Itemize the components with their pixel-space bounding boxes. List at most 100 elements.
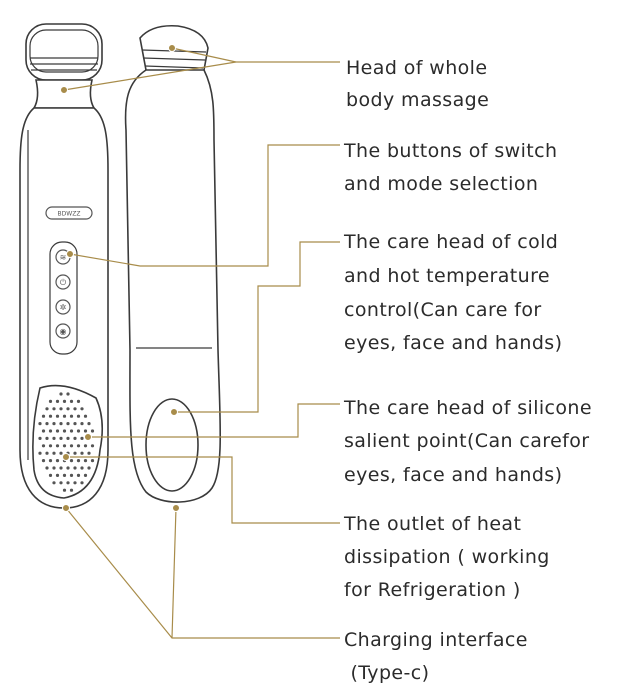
silicone-dot bbox=[73, 481, 77, 485]
label-silicone-line3: eyes, face and hands) bbox=[344, 464, 562, 486]
silicone-dot bbox=[73, 407, 77, 411]
silicone-dot bbox=[66, 436, 70, 440]
silicone-dot bbox=[59, 481, 63, 485]
power-button bbox=[55, 274, 71, 290]
silicone-dot bbox=[76, 429, 81, 433]
silicone-dot bbox=[41, 459, 46, 463]
silicone-dot bbox=[59, 407, 63, 411]
silicone-dot bbox=[38, 436, 42, 440]
silicone-dot bbox=[45, 422, 49, 426]
label-buttons-line2: and mode selection bbox=[344, 173, 538, 195]
label-coldhot-line1: The care head of cold bbox=[343, 231, 558, 253]
silicone-dot bbox=[38, 422, 42, 426]
cold-hot-care-head bbox=[145, 398, 199, 492]
silicone-dot bbox=[59, 436, 63, 440]
silicone-dot bbox=[83, 429, 88, 433]
silicone-dot bbox=[73, 422, 77, 426]
silicone-dot bbox=[52, 422, 56, 426]
leader-dots bbox=[60, 44, 180, 512]
label-head-line2: body massage bbox=[346, 89, 489, 111]
mode-button-3 bbox=[55, 323, 71, 339]
silicone-dot bbox=[76, 444, 81, 448]
silicone-dot bbox=[62, 473, 67, 477]
silicone-dot bbox=[55, 444, 60, 448]
silicone-dot bbox=[48, 473, 53, 477]
silicone-dot bbox=[45, 466, 49, 470]
label-coldhot-line2: and hot temperature bbox=[344, 265, 550, 287]
silicone-dot bbox=[66, 407, 70, 411]
label-charging-line2: (Type-c) bbox=[344, 662, 429, 684]
silicone-dot bbox=[80, 422, 84, 426]
silicone-dot bbox=[66, 466, 70, 470]
silicone-dot bbox=[52, 451, 56, 455]
silicone-dot bbox=[66, 422, 70, 426]
silicone-dot bbox=[90, 429, 95, 433]
silicone-dot bbox=[80, 436, 84, 440]
silicone-dot bbox=[80, 466, 84, 470]
label-coldhot-line4: eyes, face and hands) bbox=[344, 332, 562, 354]
silicone-dot bbox=[45, 407, 49, 411]
silicone-dot bbox=[69, 399, 74, 403]
silicone-dot bbox=[87, 466, 91, 470]
label-coldhot-line3: control(Can care for bbox=[344, 299, 542, 321]
silicone-dot bbox=[87, 422, 91, 426]
silicone-dot bbox=[62, 399, 67, 403]
silicone-dot bbox=[55, 473, 60, 477]
svg-text:⏻: ⏻ bbox=[60, 278, 67, 287]
silicone-dot bbox=[59, 422, 63, 426]
brand-text: BDWZZ bbox=[58, 211, 81, 218]
silicone-dot bbox=[83, 414, 88, 418]
silicone-dot bbox=[59, 466, 63, 470]
silicone-dot bbox=[73, 436, 77, 440]
silicone-dot bbox=[62, 429, 67, 433]
silicone-dot bbox=[48, 429, 53, 433]
device-back-view bbox=[124, 24, 222, 503]
silicone-dot bbox=[73, 466, 77, 470]
silicone-dot bbox=[80, 481, 84, 485]
silicone-dot bbox=[52, 481, 56, 485]
label-outlet-line1: The outlet of heat bbox=[343, 513, 521, 535]
silicone-dot bbox=[90, 444, 95, 448]
silicone-dot bbox=[69, 488, 74, 492]
silicone-head bbox=[32, 384, 104, 499]
svg-text:◉: ◉ bbox=[60, 327, 67, 336]
svg-text:✲: ✲ bbox=[60, 303, 67, 312]
silicone-dot bbox=[62, 444, 67, 448]
silicone-dot bbox=[52, 407, 56, 411]
svg-text:≋: ≋ bbox=[60, 253, 67, 262]
silicone-dot bbox=[80, 451, 84, 455]
callout-labels: Head of whole body massage The buttons o… bbox=[343, 57, 592, 684]
silicone-dot bbox=[55, 459, 60, 463]
silicone-dot bbox=[48, 414, 53, 418]
silicone-dot bbox=[83, 473, 88, 477]
silicone-dot bbox=[55, 399, 60, 403]
silicone-dot bbox=[80, 407, 84, 411]
silicone-dot bbox=[69, 444, 74, 448]
silicone-dot bbox=[62, 488, 67, 492]
silicone-dot bbox=[76, 459, 81, 463]
silicone-dot bbox=[76, 473, 81, 477]
mode-button-2 bbox=[55, 299, 71, 315]
silicone-dot bbox=[69, 429, 74, 433]
silicone-dot bbox=[55, 414, 60, 418]
back-body bbox=[124, 69, 222, 503]
silicone-dot bbox=[73, 451, 77, 455]
label-outlet-line2: dissipation ( working bbox=[344, 546, 550, 568]
silicone-dot bbox=[59, 451, 63, 455]
button-panel bbox=[49, 241, 78, 355]
silicone-dot bbox=[52, 466, 56, 470]
silicone-dot bbox=[59, 392, 63, 396]
silicone-dot bbox=[69, 414, 74, 418]
label-head-line1: Head of whole bbox=[346, 57, 487, 79]
silicone-dot bbox=[41, 414, 46, 418]
silicone-dot bbox=[87, 451, 91, 455]
silicone-dot bbox=[45, 436, 49, 440]
silicone-dot bbox=[55, 429, 60, 433]
brand-badge bbox=[45, 206, 93, 220]
silicone-dot bbox=[38, 451, 42, 455]
label-silicone-line1: The care head of silicone bbox=[343, 397, 592, 419]
silicone-dot bbox=[76, 414, 81, 418]
silicone-dot bbox=[41, 444, 46, 448]
silicone-dot bbox=[48, 459, 53, 463]
